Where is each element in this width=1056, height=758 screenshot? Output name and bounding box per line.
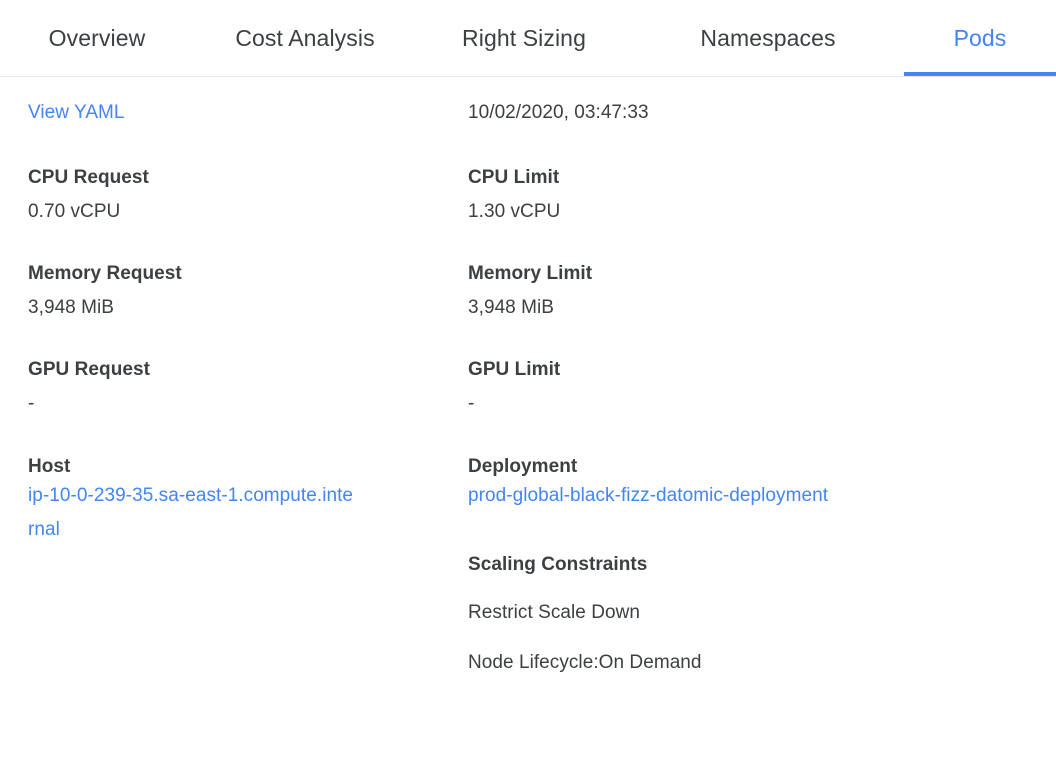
- tab-overview[interactable]: Overview: [0, 0, 194, 76]
- field-gpu-limit: GPU Limit -: [468, 358, 1036, 418]
- cpu-limit-label: CPU Limit: [468, 167, 560, 188]
- gpu-limit-label: GPU Limit: [468, 359, 561, 380]
- field-cpu-request: CPU Request 0.70 vCPU: [28, 166, 444, 226]
- deployment-link-wrapper: prod-global-black-fizz-datomic-deploymen…: [468, 479, 846, 513]
- constraint-node-lifecycle: Node Lifecycle:On Demand: [468, 652, 702, 673]
- pod-timestamp: 10/02/2020, 03:47:33: [468, 102, 649, 123]
- field-scaling-constraints: Scaling Constraints Restrict Scale Down …: [468, 553, 1036, 677]
- gpu-request-value: -: [28, 393, 35, 414]
- field-deployment: Deployment prod-global-black-fizz-datomi…: [468, 455, 1036, 513]
- tab-pods[interactable]: Pods: [904, 0, 1056, 76]
- tab-right-sizing[interactable]: Right Sizing: [416, 0, 632, 76]
- tab-pods-label: Pods: [953, 24, 1007, 51]
- memory-limit-label: Memory Limit: [468, 263, 593, 284]
- scaling-constraints-label: Scaling Constraints: [468, 554, 648, 575]
- gpu-limit-value: -: [468, 393, 475, 414]
- pod-detail-body: View YAML CPU Request 0.70 vCPU Memory R…: [0, 77, 1056, 677]
- memory-limit-value: 3,948 MiB: [468, 297, 554, 318]
- field-gpu-request: GPU Request -: [28, 358, 444, 418]
- field-memory-request: Memory Request 3,948 MiB: [28, 262, 444, 322]
- tab-cost-analysis-label: Cost Analysis: [235, 24, 375, 51]
- deployment-link[interactable]: prod-global-black-fizz-datomic-deploymen…: [468, 485, 829, 506]
- view-yaml-link[interactable]: View YAML: [28, 102, 125, 123]
- constraint-restrict-scale-down: Restrict Scale Down: [468, 602, 641, 623]
- gpu-request-label: GPU Request: [28, 359, 150, 380]
- detail-column-left: View YAML CPU Request 0.70 vCPU Memory R…: [0, 77, 464, 547]
- host-link-wrapper: ip-10-0-239-35.sa-east-1.compute.interna…: [28, 479, 358, 547]
- field-timestamp: 10/02/2020, 03:47:33: [468, 96, 1036, 130]
- detail-column-right: 10/02/2020, 03:47:33 CPU Limit 1.30 vCPU…: [464, 77, 1056, 677]
- tab-right-sizing-label: Right Sizing: [462, 24, 586, 51]
- tab-namespaces[interactable]: Namespaces: [632, 0, 904, 76]
- field-memory-limit: Memory Limit 3,948 MiB: [468, 262, 1036, 322]
- tab-bar: Overview Cost Analysis Right Sizing Name…: [0, 0, 1056, 77]
- cpu-limit-value: 1.30 vCPU: [468, 201, 561, 222]
- host-link[interactable]: ip-10-0-239-35.sa-east-1.compute.interna…: [28, 485, 354, 540]
- tab-overview-label: Overview: [48, 24, 146, 51]
- field-host: Host ip-10-0-239-35.sa-east-1.compute.in…: [28, 455, 444, 547]
- tab-active-underline: [904, 72, 1056, 76]
- detail-columns: View YAML CPU Request 0.70 vCPU Memory R…: [0, 77, 1056, 677]
- deployment-label: Deployment: [468, 456, 578, 477]
- field-cpu-limit: CPU Limit 1.30 vCPU: [468, 166, 1036, 226]
- tab-namespaces-label: Namespaces: [700, 24, 836, 51]
- cpu-request-label: CPU Request: [28, 167, 149, 188]
- host-label: Host: [28, 456, 71, 477]
- field-view-yaml: View YAML: [28, 96, 444, 130]
- cpu-request-value: 0.70 vCPU: [28, 201, 121, 222]
- tab-cost-analysis[interactable]: Cost Analysis: [194, 0, 416, 76]
- memory-request-label: Memory Request: [28, 263, 182, 284]
- memory-request-value: 3,948 MiB: [28, 297, 114, 318]
